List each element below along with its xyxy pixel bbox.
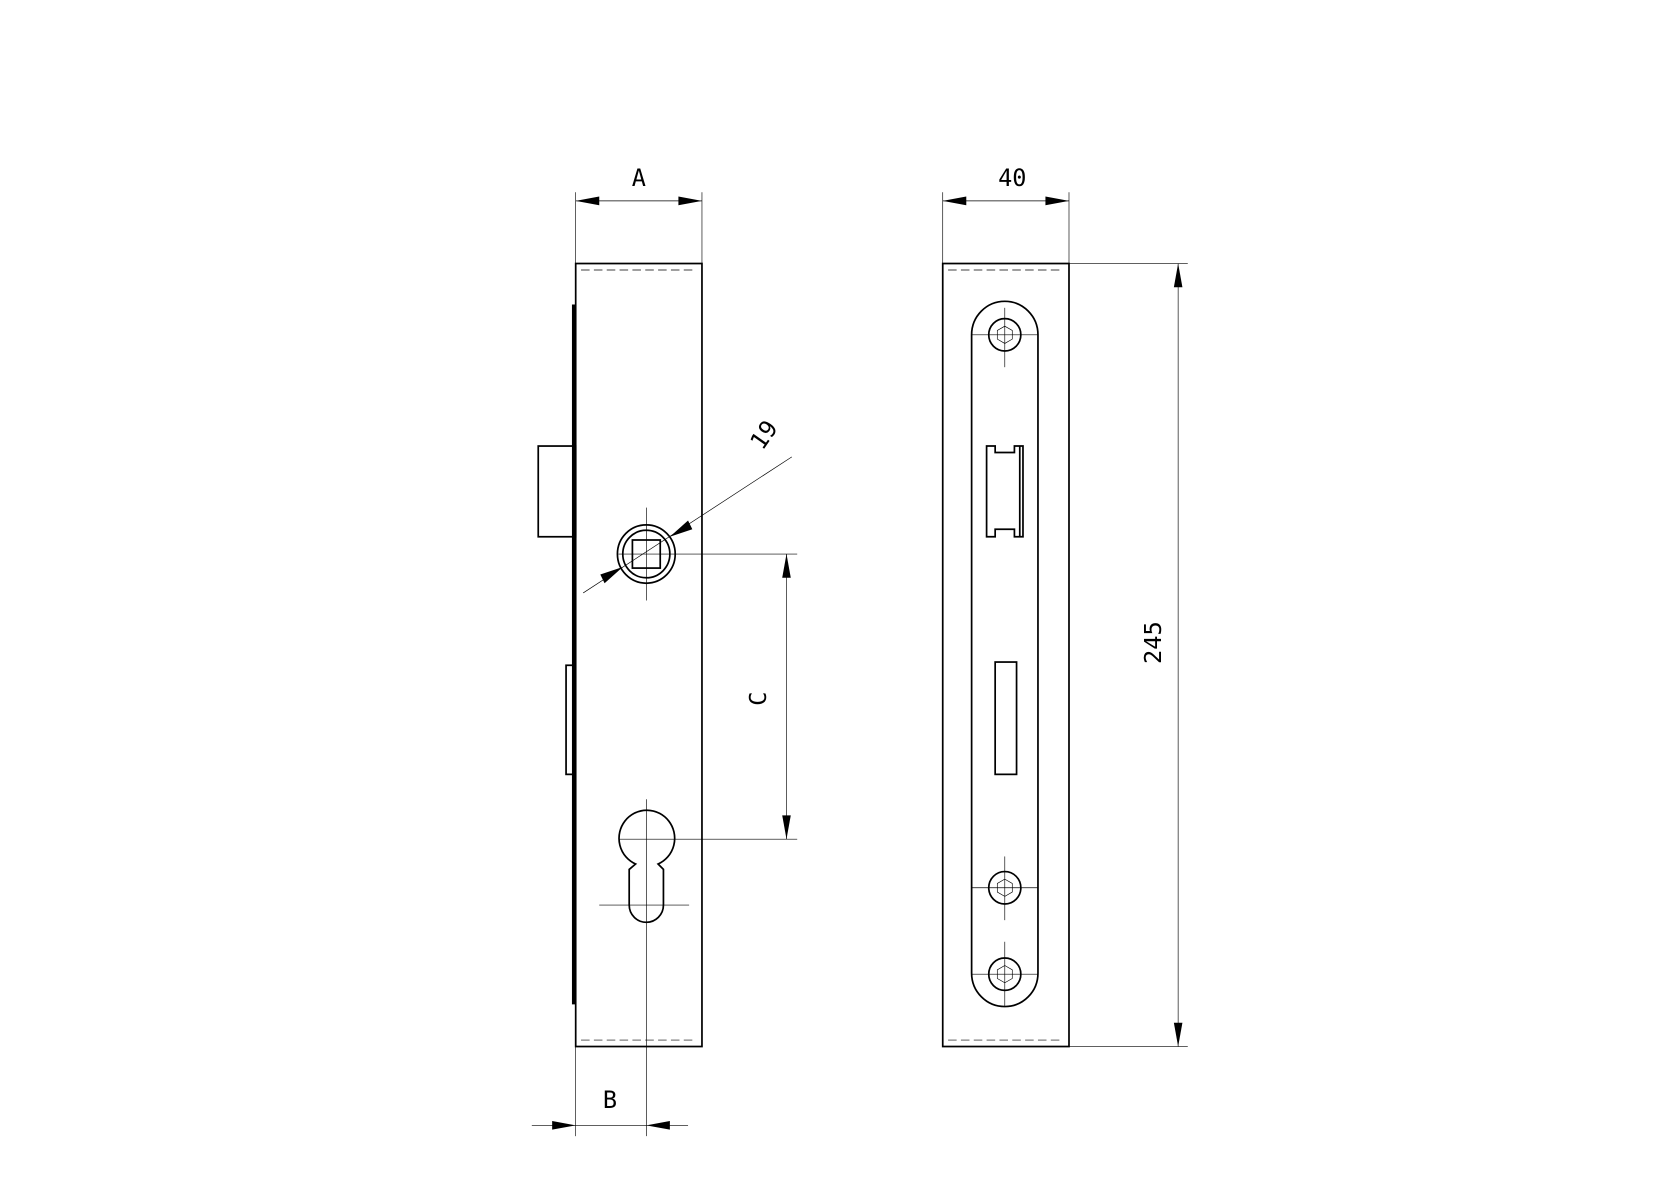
- screw: [971, 941, 1038, 1007]
- arrow: [782, 815, 791, 840]
- lock-body-side: [574, 262, 703, 1048]
- screw: [971, 307, 1038, 368]
- dim-label-40: 40: [998, 164, 1026, 192]
- arrow: [1173, 263, 1183, 288]
- arrow: [782, 554, 791, 578]
- dim-label-b: B: [603, 1086, 617, 1114]
- arrow: [669, 520, 693, 537]
- dim-label-a: A: [632, 164, 646, 192]
- right-view: 40 245: [941, 164, 1188, 1048]
- dim-label-c: C: [744, 692, 772, 706]
- arrow: [1173, 1022, 1183, 1047]
- dim-label-19: 19: [744, 415, 783, 455]
- arrow: [646, 1121, 670, 1130]
- arrow: [942, 196, 967, 206]
- cylinder-keyhole: [618, 809, 676, 924]
- arrow: [1045, 196, 1069, 206]
- left-view: 19 A C B: [531, 164, 798, 1137]
- arrow: [575, 196, 600, 206]
- arrow: [600, 567, 623, 584]
- screw: [971, 856, 1038, 921]
- latch-bolt: [537, 445, 577, 538]
- latch-bolt-front: [985, 445, 1024, 538]
- arrow: [552, 1121, 576, 1130]
- deadbolt-slot: [994, 661, 1018, 776]
- lock-body-front: [941, 262, 1070, 1048]
- dim-label-245: 245: [1139, 621, 1167, 664]
- arrow: [678, 196, 702, 206]
- deadbolt: [565, 664, 575, 776]
